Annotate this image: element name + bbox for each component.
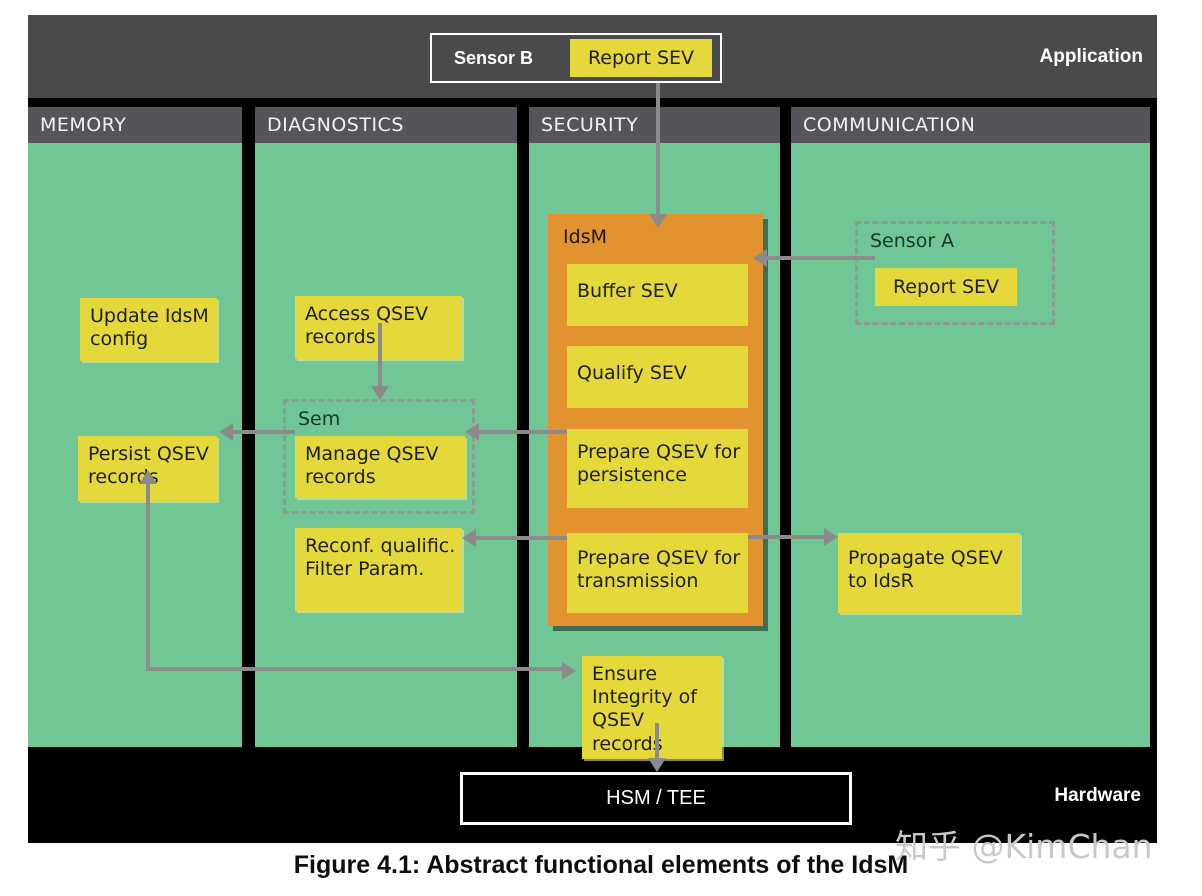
hsm-tee-box: HSM / TEE xyxy=(460,772,852,825)
update-idsm-config-box: Update IdsM config xyxy=(80,298,217,361)
prepare-qsev-transmission-box: Prepare QSEV for transmission xyxy=(567,533,748,613)
memory-column-body: Update IdsM config Persist QSEV records xyxy=(28,143,242,747)
memory-column: MEMORY Update IdsM config Persist QSEV r… xyxy=(28,107,242,747)
manage-qsev-records-box: Manage QSEV records xyxy=(295,436,465,498)
communication-column-body: Sensor A Report SEV Propagate QSEV to Id… xyxy=(791,143,1150,747)
security-column-body: IdsM Buffer SEV Qualify SEV Prepare QSEV… xyxy=(529,143,780,759)
memory-column-header: MEMORY xyxy=(28,107,242,143)
figure-caption: Figure 4.1: Abstract functional elements… xyxy=(293,851,909,879)
sensor-b-group: Sensor B Report SEV xyxy=(430,33,722,83)
diagnostics-column: DIAGNOSTICS Access QSEV records Sem Mana… xyxy=(255,107,517,747)
application-layer-label: Application xyxy=(1039,46,1143,67)
report-sev-b-box: Report SEV xyxy=(570,39,712,77)
hardware-layer-label: Hardware xyxy=(1054,785,1141,806)
buffer-sev-box: Buffer SEV xyxy=(567,264,748,326)
security-column: SECURITY IdsM Buffer SEV Qualify SEV Pre… xyxy=(529,107,780,759)
ensure-integrity-qsev-records-box: Ensure Integrity of QSEV records xyxy=(582,656,722,759)
report-sev-a-box: Report SEV xyxy=(875,268,1017,306)
communication-column-header: COMMUNICATION xyxy=(791,107,1150,143)
diagnostics-column-header: DIAGNOSTICS xyxy=(255,107,517,143)
prepare-qsev-persistence-box: Prepare QSEV for persistence xyxy=(567,429,748,508)
idsm-container: IdsM Buffer SEV Qualify SEV Prepare QSEV… xyxy=(548,214,763,626)
sem-label: Sem xyxy=(298,408,341,430)
idsm-architecture-diagram: Sensor B Report SEV Application MEMORY U… xyxy=(28,15,1157,843)
security-column-header: SECURITY xyxy=(529,107,780,143)
watermark: 知乎 @KimChan xyxy=(895,827,1153,866)
sem-group: Sem xyxy=(283,399,475,514)
communication-column: COMMUNICATION Sensor A Report SEV Propag… xyxy=(791,107,1150,747)
reconf-qualific-filter-param-box: Reconf. qualific. Filter Param. xyxy=(295,528,462,611)
idsm-label: IdsM xyxy=(563,226,607,248)
sensor-a-group: Sensor A Report SEV xyxy=(855,221,1055,325)
qualify-sev-box: Qualify SEV xyxy=(567,346,748,408)
application-layer-bar: Sensor B Report SEV Application xyxy=(28,15,1157,98)
diagnostics-column-body: Access QSEV records Sem Manage QSEV reco… xyxy=(255,143,517,747)
sensor-b-label: Sensor B xyxy=(454,47,534,68)
propagate-qsev-to-idsr-box: Propagate QSEV to IdsR xyxy=(838,533,1020,613)
sensor-a-label: Sensor A xyxy=(870,230,955,252)
